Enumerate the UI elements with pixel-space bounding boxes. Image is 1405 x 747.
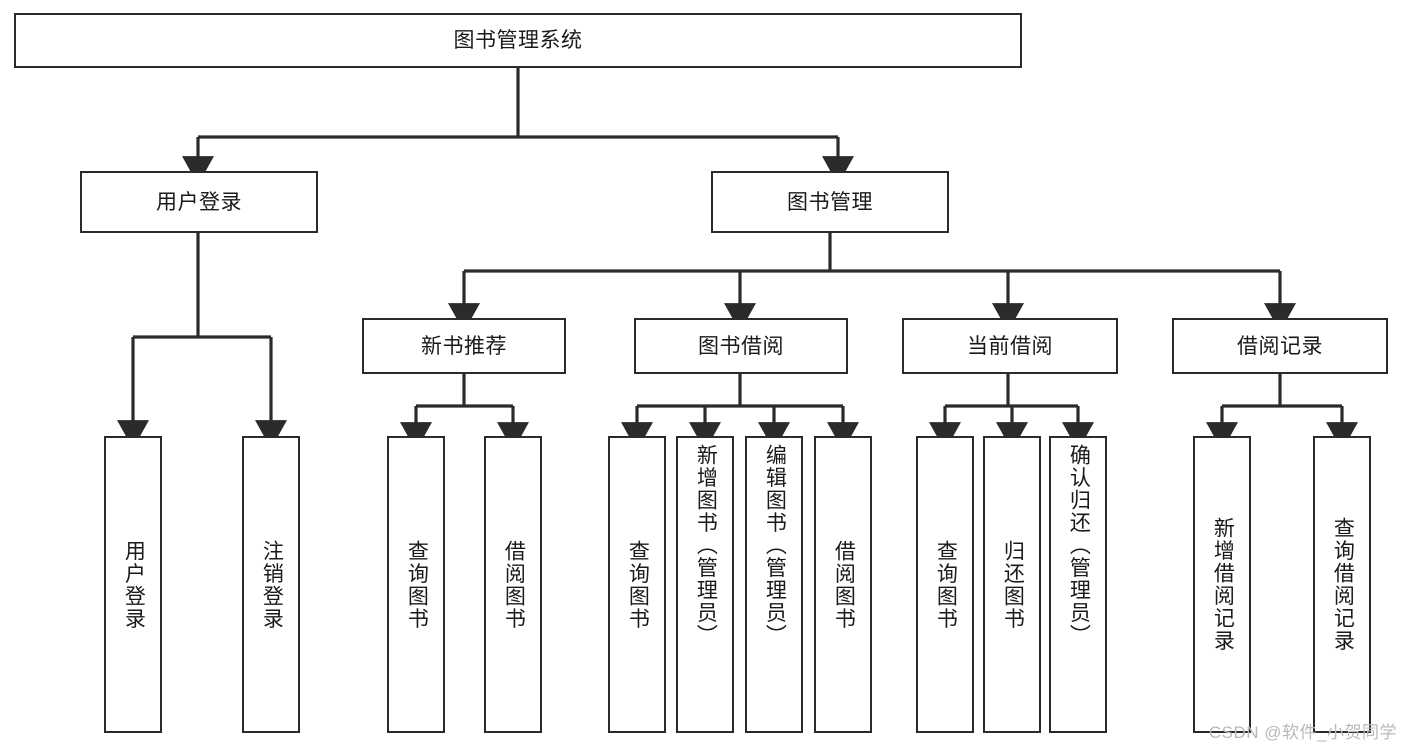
leaf-query-book-recommend[interactable]: 查询图书	[387, 436, 445, 733]
node-label: 图书管理系统	[453, 29, 583, 52]
node-current-borrow[interactable]: 当前借阅	[902, 318, 1118, 374]
node-user-login[interactable]: 用户登录	[80, 171, 318, 233]
node-label: 确认归还（管理员）	[1067, 444, 1091, 647]
node-label: 当前借阅	[967, 334, 1053, 358]
leaf-return-book[interactable]: 归还图书	[983, 436, 1041, 733]
leaf-confirm-return-admin[interactable]: 确认归还（管理员）	[1049, 436, 1107, 733]
leaf-query-book-current[interactable]: 查询图书	[916, 436, 974, 733]
leaf-user-login[interactable]: 用户登录	[104, 436, 162, 733]
node-label: 归还图书	[1001, 539, 1025, 630]
node-book-borrow[interactable]: 图书借阅	[634, 318, 848, 374]
node-label: 图书管理	[787, 190, 873, 214]
node-label: 借阅图书	[502, 539, 526, 630]
node-label: 借阅记录	[1237, 334, 1323, 358]
leaf-add-borrow-record[interactable]: 新增借阅记录	[1193, 436, 1251, 733]
leaf-query-book-borrow[interactable]: 查询图书	[608, 436, 666, 733]
node-book-management[interactable]: 图书管理	[711, 171, 949, 233]
node-label: 用户登录	[156, 190, 242, 214]
node-label: 图书借阅	[698, 334, 784, 358]
node-label: 查询图书	[934, 539, 958, 630]
node-label: 新增借阅记录	[1211, 517, 1235, 652]
leaf-borrow-book-recommend[interactable]: 借阅图书	[484, 436, 542, 733]
leaf-logout-login[interactable]: 注销登录	[242, 436, 300, 733]
watermark-text: CSDN @软件_小贺同学	[1208, 723, 1397, 742]
node-label: 新增图书（管理员）	[694, 444, 718, 647]
node-borrow-record[interactable]: 借阅记录	[1172, 318, 1388, 374]
leaf-edit-book-admin[interactable]: 编辑图书（管理员）	[745, 436, 803, 733]
node-label: 注销登录	[260, 539, 284, 630]
node-label: 借阅图书	[832, 539, 856, 630]
node-label: 编辑图书（管理员）	[763, 444, 787, 647]
leaf-borrow-book[interactable]: 借阅图书	[814, 436, 872, 733]
node-new-book-recommend[interactable]: 新书推荐	[362, 318, 566, 374]
node-label: 查询借阅记录	[1331, 517, 1355, 652]
node-label: 查询图书	[405, 539, 429, 630]
node-label: 用户登录	[122, 539, 146, 630]
leaf-query-borrow-record[interactable]: 查询借阅记录	[1313, 436, 1371, 733]
node-root-book-management-system[interactable]: 图书管理系统	[14, 13, 1022, 68]
node-label: 查询图书	[626, 539, 650, 630]
leaf-add-book-admin[interactable]: 新增图书（管理员）	[676, 436, 734, 733]
node-label: 新书推荐	[421, 334, 507, 358]
